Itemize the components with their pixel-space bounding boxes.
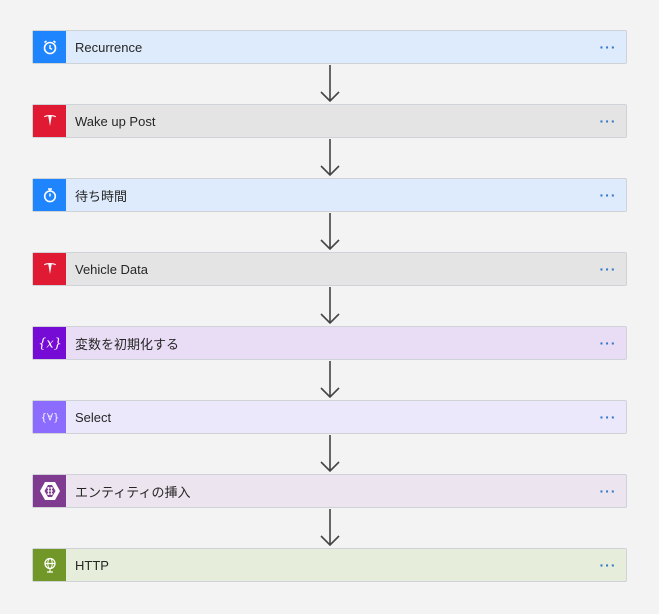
more-options-button[interactable]: ··· xyxy=(599,483,617,499)
flow-canvas: Recurrence ··· Wake up Post ··· 待ち時間 ···… xyxy=(32,30,627,582)
step-label: HTTP xyxy=(75,557,109,573)
more-options-button[interactable]: ··· xyxy=(599,335,617,351)
connector-arrow xyxy=(32,138,627,178)
step-label: Recurrence xyxy=(75,39,143,55)
more-options-button[interactable]: ··· xyxy=(599,557,617,573)
globe-icon xyxy=(33,549,66,581)
more-options-button[interactable]: ··· xyxy=(599,187,617,203)
connector-arrow xyxy=(32,434,627,474)
step-wake-up-post[interactable]: Wake up Post ··· xyxy=(32,104,627,138)
data-operation-icon: {∀} xyxy=(33,401,66,433)
more-options-button[interactable]: ··· xyxy=(599,409,617,425)
connector-arrow xyxy=(32,508,627,548)
svg-text:{x}: {x} xyxy=(39,337,61,352)
timer-icon xyxy=(33,179,66,211)
step-label: エンティティの挿入 xyxy=(75,484,191,500)
step-vehicle-data[interactable]: Vehicle Data ··· xyxy=(32,252,627,286)
connector-arrow xyxy=(32,286,627,326)
step-initialize-variable[interactable]: {x} 変数を初期化する ··· xyxy=(32,326,627,360)
step-http[interactable]: HTTP ··· xyxy=(32,548,627,582)
more-options-button[interactable]: ··· xyxy=(599,39,617,55)
connector-arrow xyxy=(32,64,627,104)
svg-text:{∀}: {∀} xyxy=(40,413,59,424)
connector-arrow xyxy=(32,360,627,400)
step-label: Vehicle Data xyxy=(75,261,148,277)
tesla-logo-icon xyxy=(33,105,66,137)
more-options-button[interactable]: ··· xyxy=(599,261,617,277)
step-label: Wake up Post xyxy=(75,113,156,129)
variable-icon: {x} xyxy=(33,327,66,359)
connector-arrow xyxy=(32,212,627,252)
dataverse-icon xyxy=(33,475,66,507)
more-options-button[interactable]: ··· xyxy=(599,113,617,129)
step-label: 待ち時間 xyxy=(75,188,128,204)
step-recurrence[interactable]: Recurrence ··· xyxy=(32,30,627,64)
step-insert-entity[interactable]: エンティティの挿入 ··· xyxy=(32,474,627,508)
step-label: Select xyxy=(75,409,112,425)
tesla-logo-icon xyxy=(33,253,66,285)
alarm-clock-icon xyxy=(33,31,66,63)
step-wait-time[interactable]: 待ち時間 ··· xyxy=(32,178,627,212)
step-select[interactable]: {∀} Select ··· xyxy=(32,400,627,434)
step-label: 変数を初期化する xyxy=(75,336,180,352)
